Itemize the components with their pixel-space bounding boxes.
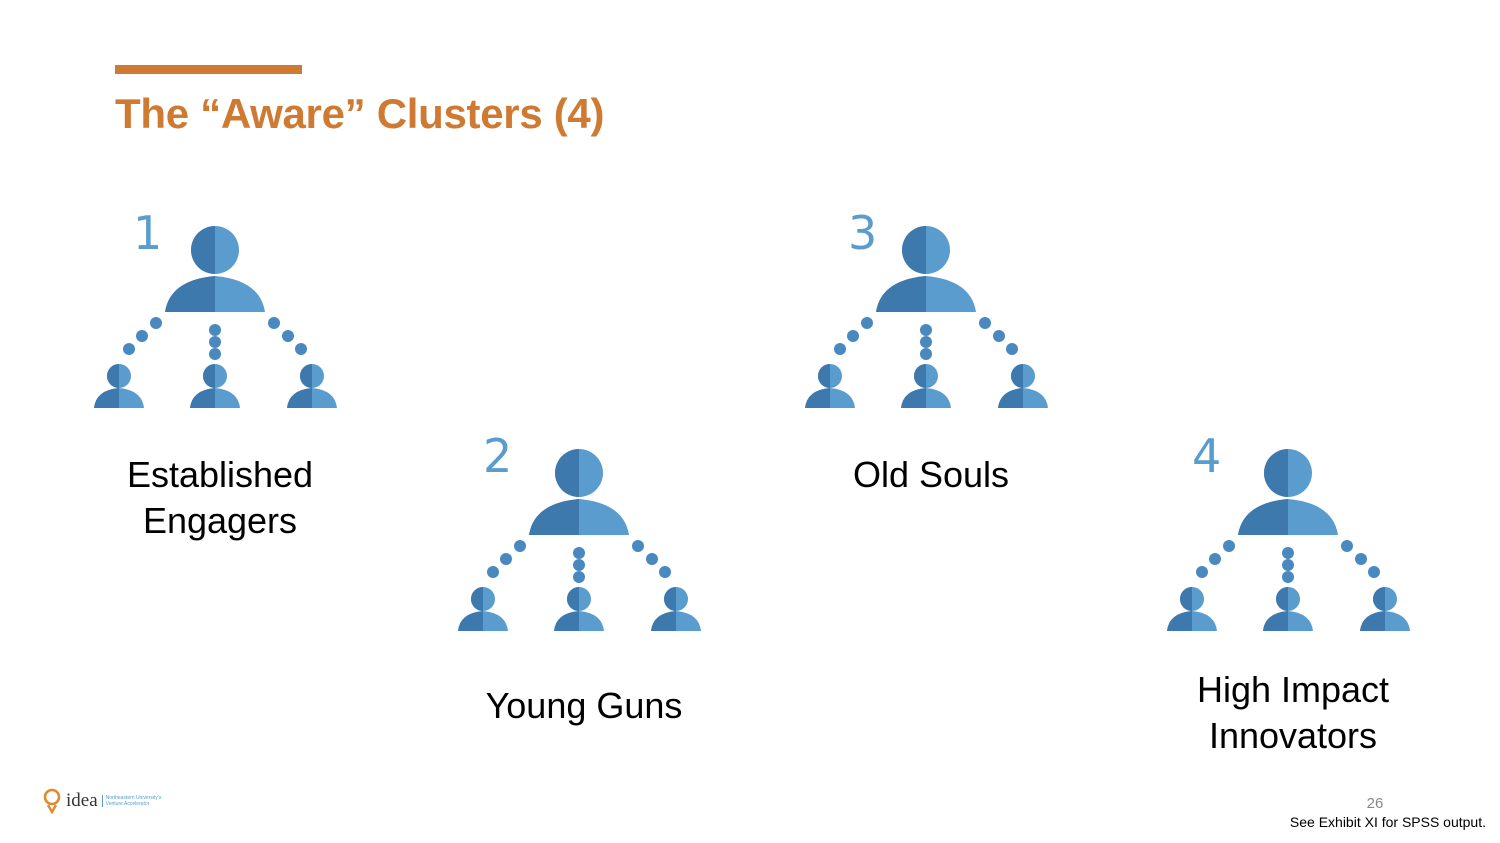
cluster-4-number: 4 (1192, 429, 1222, 483)
cluster-4-label-line1: High Impact (1196, 669, 1390, 710)
cluster-4-label: High Impact Innovators (1153, 667, 1433, 759)
logo-wordmark: idea (66, 790, 98, 811)
cluster-2-label-line1: Young Guns (485, 685, 683, 726)
logo-tagline-line1: Northeastern University's (105, 795, 162, 801)
cluster-2-number: 2 (483, 429, 513, 483)
cluster-3-label-line1: Old Souls (852, 454, 1010, 495)
org-chart-icon (805, 226, 1048, 408)
cluster-4-label-line2: Innovators (1208, 715, 1378, 756)
logo-tagline: Northeastern University's Venture Accele… (101, 795, 162, 807)
footnote: See Exhibit XI for SPSS output. (1289, 814, 1486, 830)
title-accent-bar (115, 65, 302, 74)
lightbulb-pin-icon (43, 788, 61, 814)
cluster-2-label: Young Guns (444, 683, 724, 729)
org-chart-icon (458, 449, 701, 631)
cluster-1-label: Established Engagers (80, 452, 360, 544)
cluster-1-label-line2: Engagers (142, 500, 298, 541)
page-number: 26 (1366, 795, 1384, 812)
cluster-1-label-line1: Established (126, 454, 314, 495)
logo-tagline-line2: Venture Accelerator (105, 801, 150, 807)
cluster-1-number: 1 (133, 206, 163, 260)
cluster-3-number: 3 (848, 206, 878, 260)
idea-logo: idea Northeastern University's Venture A… (42, 786, 161, 816)
cluster-3-label: Old Souls (791, 452, 1071, 498)
org-chart-icon (94, 226, 337, 408)
org-chart-icon (1167, 449, 1410, 631)
slide-title: The “Aware” Clusters (4) (115, 90, 605, 137)
